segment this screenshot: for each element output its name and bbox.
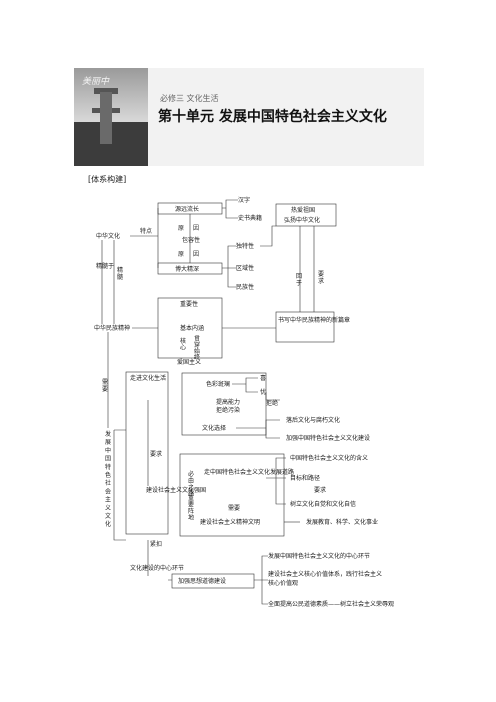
node-jingshen: 中华民族精神 (94, 324, 130, 332)
node-jiaqiang: 加强中国特色社会主义文化建设 (286, 434, 370, 442)
edge-label-jinkou: 紧扣 (150, 540, 162, 548)
node-aiguo: 爱国主义 (177, 358, 201, 366)
edge-zhonghua-jingshen (101, 240, 115, 324)
node-jianshe: 建设社会主义文化强国 (146, 486, 206, 494)
node-jiben: 基本内涵 (180, 324, 204, 332)
edge-reai-shuxie (299, 226, 315, 312)
thumbnail-tower (100, 92, 112, 144)
edge-zhongxin-jiaqiangsx (168, 555, 268, 605)
edge-label-zhuyao: 贯穿始终 (194, 336, 200, 361)
edge-label-xuyao2: 需要 (228, 505, 240, 512)
node-shuxie: 书写中华民族精神的新篇章 (278, 316, 350, 324)
node-minzu: 民族性 (236, 283, 254, 291)
node-sezai: 色彩斑斓 (206, 380, 230, 388)
edge-label-tigao: 提高能力 (216, 398, 240, 406)
node-zou: 走中国特色社会主义文化发展道路 (204, 468, 294, 476)
node-zhongyao: 重要性 (180, 300, 198, 308)
edge-label-biyou: 必由之路 (188, 470, 194, 498)
node-hongyang: 弘扬中华文化 (284, 216, 320, 224)
header-thumbnail-image: 美丽中 (74, 68, 148, 166)
node-r2a: 建设社会主义核心价值体系，践行社会主义 (268, 570, 382, 578)
edge-sezai (232, 377, 258, 393)
node-fazhan: 发展中国特色社会主义文化 (105, 430, 111, 528)
edge-you-luohou (236, 392, 280, 439)
thumbnail-roof (94, 88, 118, 94)
node-jiaqiangsx: 加强思想道德建设 (178, 577, 226, 585)
node-boda: 博大精深 (175, 265, 199, 273)
edge-dujie-reai (260, 225, 276, 247)
edge-label-juju: 拒绝 (266, 399, 278, 407)
node-quyu: 区域性 (236, 264, 254, 272)
box-shuxie (275, 311, 335, 343)
edge-label-hexin: 核心 (180, 337, 186, 352)
edge-label-yin2: 因 (193, 251, 199, 258)
box-wenhua-cluster (181, 372, 267, 436)
box-zoujin (125, 371, 169, 535)
node-reai: 热爱祖国 (291, 206, 315, 214)
section-label: [体系构建] (88, 175, 127, 184)
box-zou-cluster (179, 453, 285, 537)
header-subtitle: 必修三 文化生活 (160, 94, 219, 103)
node-shishu: 史书典籍 (238, 214, 262, 222)
edge-label-yaoqiu2: 要求 (150, 450, 162, 458)
edge-label-dizhi: 拒绝污染 (216, 406, 240, 414)
node-r2b: 核心价值观 (268, 579, 298, 587)
node-wenhuaxz: 文化选择 (202, 424, 226, 432)
node-r3: 全面提高公民道德素质——树立社会主义荣辱观 (268, 600, 394, 608)
edge-label-yaoqiu3: 要求 (314, 486, 326, 494)
node-fazhanjy: 发展教育、科学、文化事业 (306, 518, 378, 526)
edge-label-tiyu: 回于 (296, 273, 302, 287)
node-zoujin: 走进文化生活 (130, 374, 166, 382)
node-hanyi: 中国特色社会主义文化的含义 (290, 454, 368, 462)
edge-label-yin1: 因 (193, 225, 199, 232)
node-luohou: 落后文化与腐朽文化 (286, 416, 340, 424)
edge-label-yaoqiu1: 要求 (318, 271, 324, 285)
node-yuanyuan: 源远流长 (175, 205, 199, 213)
edge-zou-hanyi (266, 457, 286, 505)
edge-boda-dujie (222, 245, 236, 288)
edge-label-yuan1: 原 (178, 225, 184, 232)
node-hanzi: 汉字 (238, 196, 250, 204)
box-reai (275, 203, 337, 227)
edge-zoujin-fazhan (113, 429, 126, 541)
edge-label-tedian: 特点 (140, 227, 152, 235)
edge-label-jingsui: 精髓 (117, 266, 123, 281)
node-xi: 喜 (260, 374, 266, 382)
edge-zhonghua-tedian (130, 208, 159, 268)
node-mubiao: 目标和路径 (290, 474, 320, 482)
node-dujie: 独特性 (236, 242, 254, 250)
edge-label-xuyao: 需要 (102, 379, 108, 393)
thumbnail-calligraphy: 美丽中 (82, 77, 110, 87)
node-you: 忧 (260, 388, 266, 396)
edge-yuanyuan-hanzi (222, 199, 238, 219)
page-title: 第十单元 发展中国特色社会主义文化 (158, 109, 387, 125)
box-jiaqiangsx (171, 573, 255, 589)
node-jingshenwm: 建设社会主义精神文明 (200, 518, 260, 526)
edge-label-hecui: 精髓于 (96, 262, 114, 270)
node-zhonghua: 中华文化 (96, 232, 120, 240)
edge-label-yuan2: 原 (178, 251, 184, 258)
node-shuli: 树立文化自觉和文化自信 (290, 500, 356, 508)
node-zhongxin: 文化建设的中心环节 (130, 564, 184, 572)
node-r1: 发展中国特色社会主义文化的中心环节 (268, 552, 370, 560)
node-baorong: 包容性 (182, 236, 200, 244)
edge-label-hecui-text: 精髓于 (96, 262, 114, 270)
edge-label-zhongyao: 重要阵地 (188, 494, 194, 522)
